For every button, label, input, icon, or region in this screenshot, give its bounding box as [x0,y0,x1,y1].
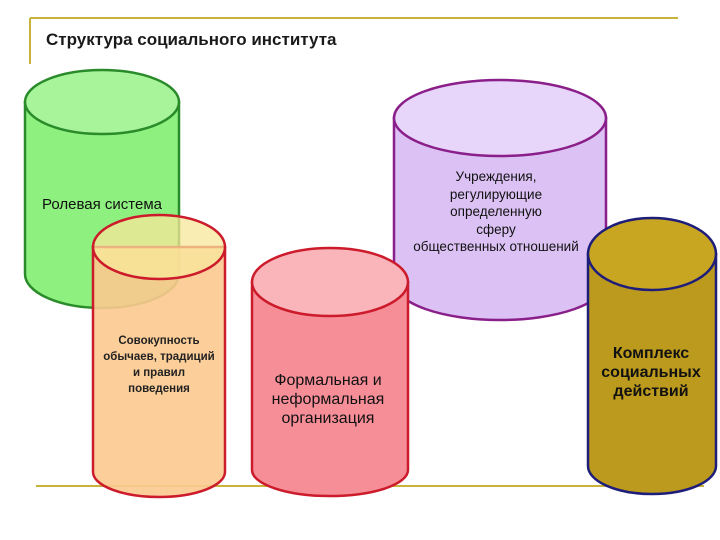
cylinder-body [250,280,410,498]
label-line: обычаев, традиций [103,351,215,364]
label-social-actions: Комплекс социальных действий [588,344,714,402]
cylinder-institutions [392,78,608,322]
label-role-system: Ролевая система [42,196,162,213]
cylinder-formal-org [250,246,410,498]
label-customs: Совокупность обычаев, традиций и правил … [88,333,230,397]
cylinder-top [91,213,227,281]
label-line: поведения [128,383,190,396]
cylinder-social-actions [586,216,718,496]
label-institutions: Учреждения, регулирующие определенную сф… [398,168,594,256]
label-line: социальных [601,364,701,382]
label-line: организация [281,410,375,428]
cylinder-customs [91,213,227,499]
cylinder-top [23,68,181,136]
label-line: Учреждения, [455,169,537,184]
cylinder-top [392,78,608,158]
label-line: сферу [476,221,516,237]
label-line: регулирующие [449,186,543,202]
label-line: неформальная [271,391,385,409]
cylinder-body [91,245,227,499]
label-line: Комплекс [612,345,690,362]
label-line: Формальная и [274,372,382,389]
cylinder-body [586,252,718,496]
slide-title: Структура социального института [46,30,337,49]
label-line: Совокупность [118,335,200,347]
label-line: действий [613,383,689,401]
label-formal-org: Формальная и неформальная организация [250,371,406,429]
cylinder-top [250,246,410,318]
label-line: общественных отношений [413,239,579,255]
label-line: определенную [450,204,542,220]
label-line: и правил [132,367,186,380]
cylinder-top [586,216,718,292]
